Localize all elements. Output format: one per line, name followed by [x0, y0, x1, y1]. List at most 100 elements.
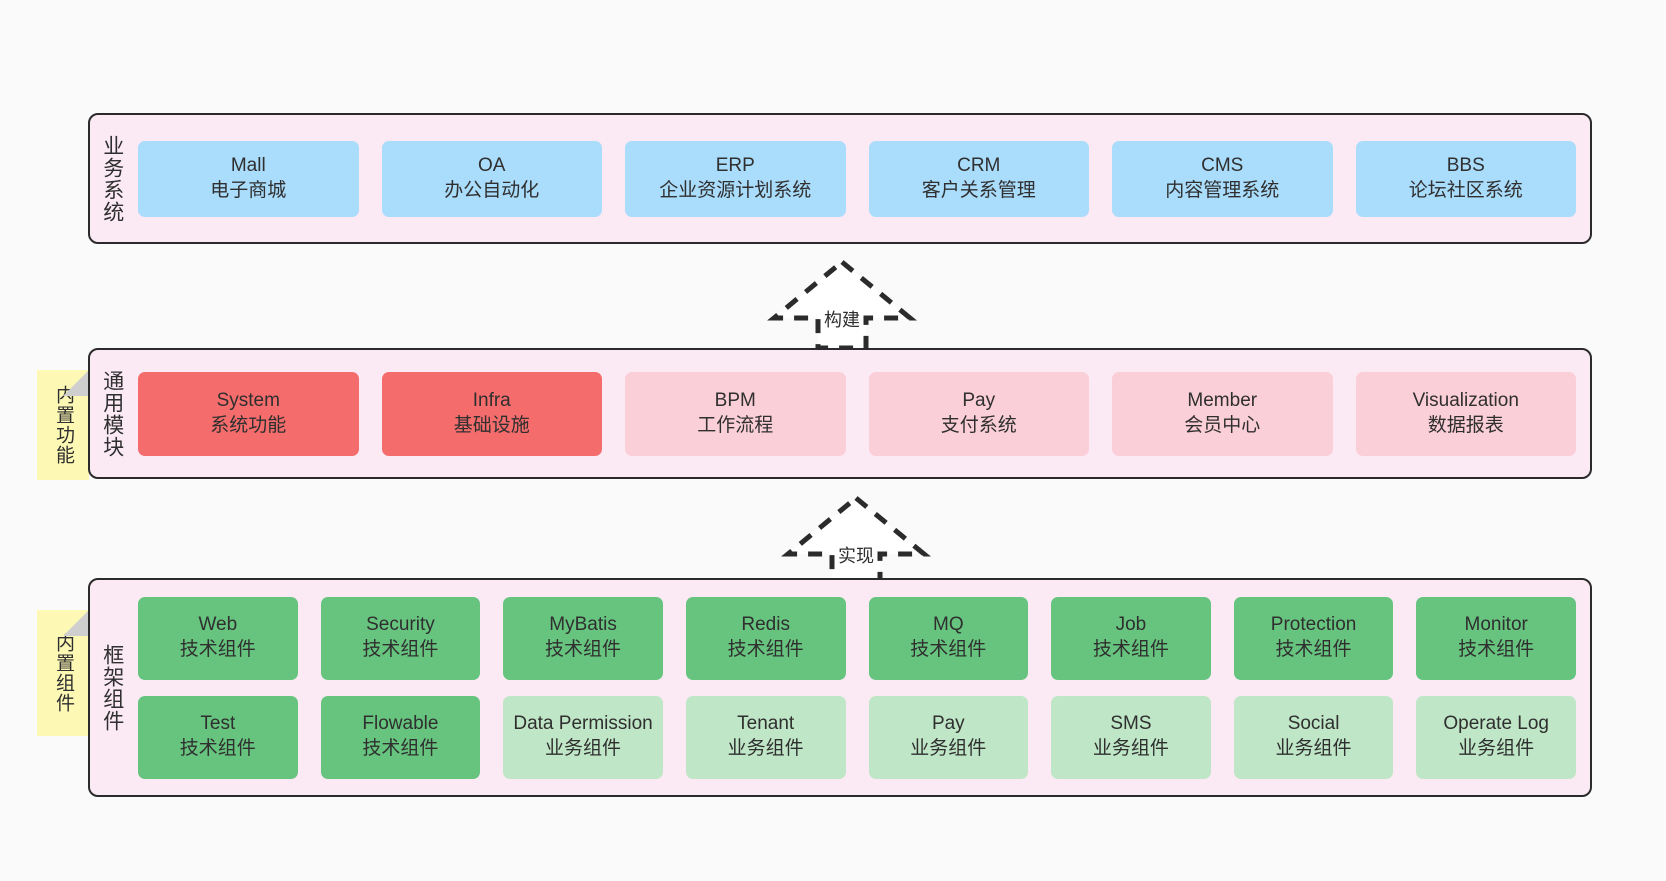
framework-card-data-permission[interactable]: Data Permission 业务组件 [503, 695, 663, 779]
card-title: MyBatis [549, 614, 617, 636]
layer-common-modules: 通用模块 System 系统功能 Infra 基础设施 BPM 工作流程 Pay… [88, 348, 1592, 479]
common-card-bpm[interactable]: BPM 工作流程 [625, 371, 846, 456]
card-subtitle: 会员中心 [1184, 414, 1261, 436]
card-title: Web [198, 614, 238, 636]
note-text: 内置组件 [53, 633, 75, 713]
card-title: CRM [957, 154, 1001, 176]
card-subtitle: 技术组件 [545, 639, 622, 660]
card-title: Tenant [737, 713, 795, 735]
note-text: 内置功能 [53, 385, 75, 465]
card-title: Pay [931, 713, 965, 735]
card-title: SMS [1110, 713, 1152, 735]
framework-card-mybatis[interactable]: MyBatis 技术组件 [503, 596, 663, 680]
note-builtin-components: 内置组件 [37, 610, 89, 736]
framework-card-social[interactable]: Social 业务组件 [1233, 695, 1394, 779]
framework-card-pay[interactable]: Pay 业务组件 [868, 695, 1029, 779]
card-subtitle: 业务组件 [910, 738, 987, 759]
card-title: Protection [1270, 614, 1357, 636]
card-title: Social [1287, 713, 1340, 735]
framework-card-job[interactable]: Job 技术组件 [1051, 596, 1211, 680]
business-card-oa[interactable]: OA 办公自动化 [381, 140, 602, 217]
card-title: MQ [933, 614, 964, 636]
card-subtitle: 企业资源计划系统 [659, 179, 812, 201]
common-card-member[interactable]: Member 会员中心 [1112, 371, 1333, 456]
card-subtitle: 业务组件 [1458, 738, 1535, 759]
card-subtitle: 技术组件 [1275, 639, 1352, 660]
card-subtitle: 技术组件 [179, 738, 256, 759]
layer-business-systems: 业务系统 Mall 电子商城 OA 办公自动化 ERP 企业资源计划系统 CRM… [88, 113, 1592, 244]
framework-card-mq[interactable]: MQ 技术组件 [868, 596, 1029, 680]
card-subtitle: 论坛社区系统 [1408, 179, 1523, 201]
card-subtitle: 技术组件 [362, 738, 439, 759]
framework-card-web[interactable]: Web 技术组件 [138, 596, 298, 680]
card-subtitle: 技术组件 [910, 639, 987, 660]
business-card-bbs[interactable]: BBS 论坛社区系统 [1355, 140, 1576, 217]
card-title: Member [1187, 389, 1258, 411]
card-title: BBS [1446, 154, 1485, 176]
framework-card-tenant[interactable]: Tenant 业务组件 [685, 695, 846, 779]
note-builtin-features: 内置功能 [37, 370, 89, 480]
card-subtitle: 办公自动化 [444, 179, 540, 201]
card-subtitle: 内容管理系统 [1165, 179, 1280, 201]
card-title: BPM [714, 389, 756, 411]
framework-row-2: Test 技术组件 Flowable 技术组件 Data Permission … [138, 695, 1576, 779]
card-title: Security [366, 614, 435, 636]
framework-card-flowable[interactable]: Flowable 技术组件 [320, 695, 481, 779]
card-subtitle: 基础设施 [453, 414, 530, 436]
card-title: CMS [1201, 154, 1244, 176]
card-subtitle: 技术组件 [1092, 639, 1169, 660]
layer-common-title: 通用模块 [100, 369, 124, 458]
common-row: System 系统功能 Infra 基础设施 BPM 工作流程 Pay 支付系统… [138, 371, 1576, 456]
card-title: OA [478, 154, 506, 176]
layer-framework-title: 框架组件 [100, 643, 124, 732]
card-title: System [216, 389, 280, 411]
card-subtitle: 数据报表 [1427, 414, 1504, 436]
common-card-visualization[interactable]: Visualization 数据报表 [1355, 371, 1576, 456]
framework-card-operate-log[interactable]: Operate Log 业务组件 [1416, 695, 1576, 779]
card-subtitle: 支付系统 [940, 414, 1017, 436]
card-subtitle: 业务组件 [1275, 738, 1352, 759]
card-title: ERP [715, 154, 755, 176]
framework-card-sms[interactable]: SMS 业务组件 [1051, 695, 1211, 779]
card-title: Visualization [1412, 389, 1519, 411]
card-subtitle: 系统功能 [210, 414, 287, 436]
common-card-pay[interactable]: Pay 支付系统 [868, 371, 1089, 456]
business-row: Mall 电子商城 OA 办公自动化 ERP 企业资源计划系统 CRM 客户关系… [138, 140, 1576, 217]
card-title: Test [200, 713, 236, 735]
card-subtitle: 业务组件 [545, 738, 622, 759]
card-subtitle: 电子商城 [210, 179, 287, 201]
layer-framework-body: Web 技术组件 Security 技术组件 MyBatis 技术组件 Redi… [134, 580, 1590, 795]
business-card-erp[interactable]: ERP 企业资源计划系统 [625, 140, 846, 217]
card-title: Flowable [362, 713, 439, 735]
card-title: Mall [230, 154, 266, 176]
framework-card-redis[interactable]: Redis 技术组件 [685, 596, 846, 680]
card-subtitle: 客户关系管理 [921, 179, 1036, 201]
card-title: Job [1115, 614, 1147, 636]
framework-card-test[interactable]: Test 技术组件 [138, 695, 298, 779]
arrow-build: 构建 [762, 256, 922, 352]
framework-card-security[interactable]: Security 技术组件 [320, 596, 481, 680]
card-title: Data Permission [513, 713, 653, 735]
card-subtitle: 技术组件 [179, 639, 256, 660]
framework-row-1: Web 技术组件 Security 技术组件 MyBatis 技术组件 Redi… [138, 596, 1576, 680]
framework-card-protection[interactable]: Protection 技术组件 [1233, 596, 1394, 680]
business-card-cms[interactable]: CMS 内容管理系统 [1112, 140, 1333, 217]
card-subtitle: 技术组件 [1458, 639, 1535, 660]
card-title: Monitor [1464, 614, 1528, 636]
dashed-generalization-arrow-icon [767, 258, 917, 351]
arrow-implement: 实现 [776, 492, 936, 588]
card-title: Redis [741, 614, 790, 636]
common-card-system[interactable]: System 系统功能 [138, 371, 359, 456]
business-card-mall[interactable]: Mall 电子商城 [138, 140, 359, 217]
card-title: Infra [472, 389, 511, 411]
layer-business-body: Mall 电子商城 OA 办公自动化 ERP 企业资源计划系统 CRM 客户关系… [134, 115, 1590, 242]
layer-business-title: 业务系统 [100, 134, 124, 223]
framework-card-monitor[interactable]: Monitor 技术组件 [1416, 596, 1576, 680]
card-subtitle: 业务组件 [1092, 738, 1169, 759]
dashed-generalization-arrow-icon [781, 494, 931, 587]
card-subtitle: 技术组件 [727, 639, 804, 660]
card-title: Operate Log [1443, 713, 1549, 735]
common-card-infra[interactable]: Infra 基础设施 [381, 371, 602, 456]
business-card-crm[interactable]: CRM 客户关系管理 [868, 140, 1089, 217]
